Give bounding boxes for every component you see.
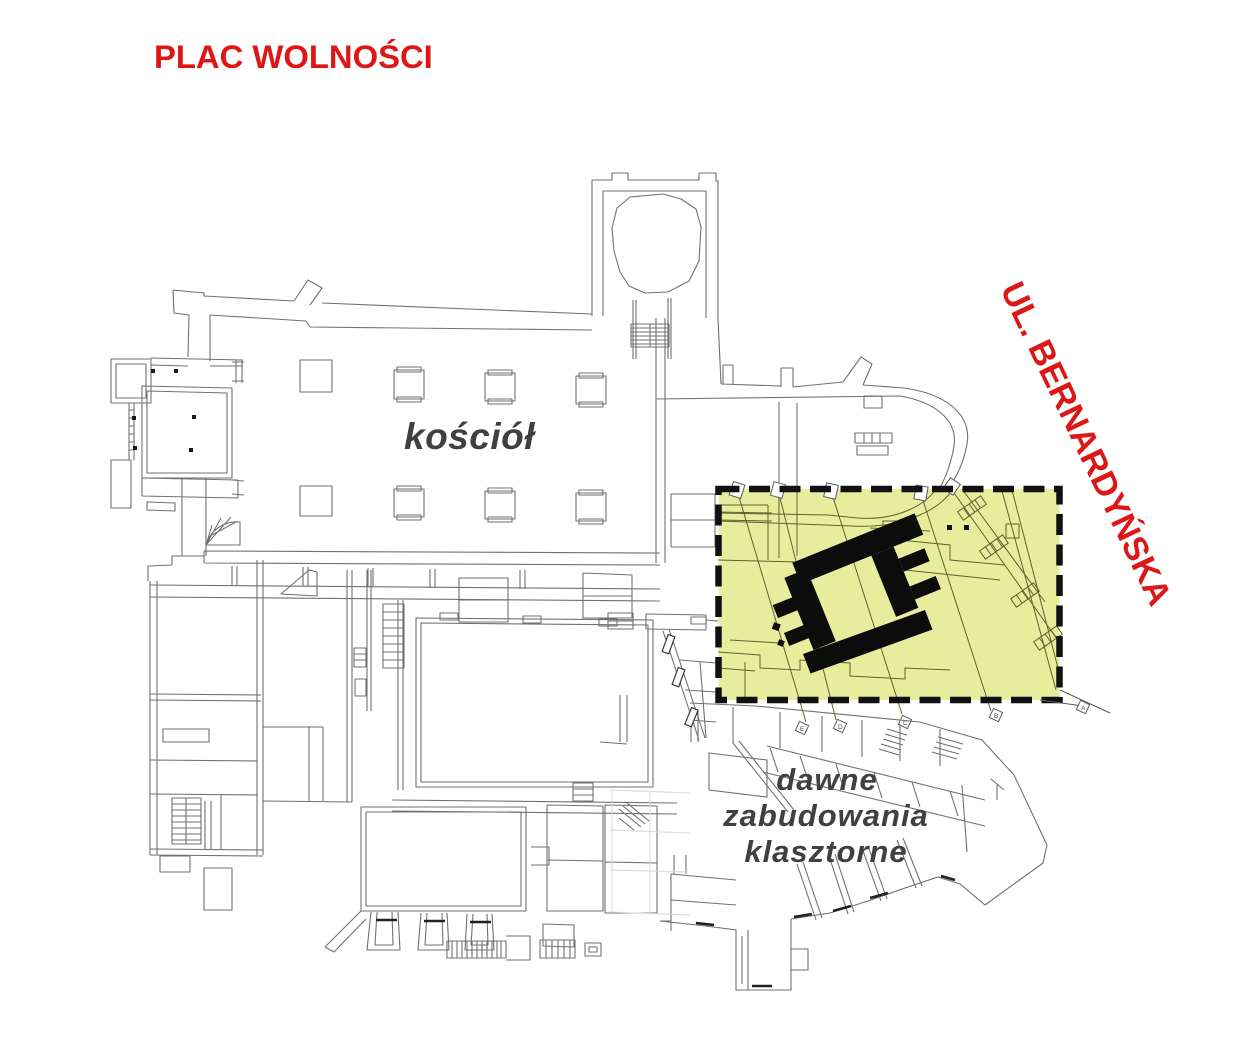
svg-text:C: C — [903, 720, 908, 727]
svg-text:PLAC WOLNOŚCI: PLAC WOLNOŚCI — [154, 38, 433, 75]
svg-text:D: D — [838, 724, 843, 731]
svg-text:kościół: kościół — [404, 416, 536, 457]
svg-text:dawne: dawne — [776, 762, 877, 797]
svg-text:B: B — [994, 713, 998, 720]
svg-text:klasztorne: klasztorne — [744, 834, 907, 869]
svg-text:E: E — [800, 726, 805, 733]
svg-text:zabudowania: zabudowania — [722, 798, 929, 833]
svg-text:A: A — [1081, 705, 1086, 712]
